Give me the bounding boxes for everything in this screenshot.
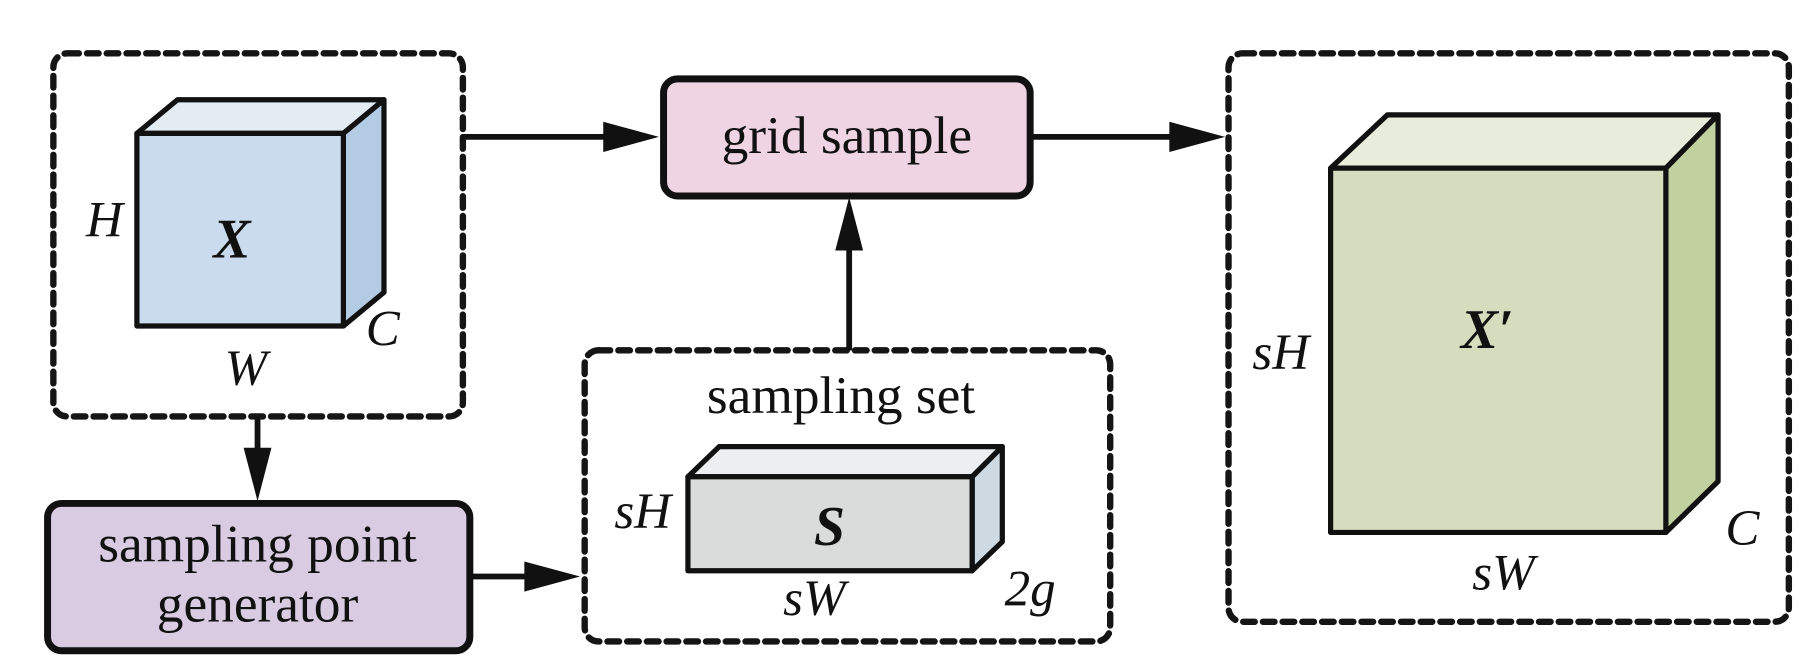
input-cube-side-face bbox=[340, 97, 387, 329]
input-dim-height: H bbox=[85, 193, 126, 249]
input-dim-channels: C bbox=[366, 302, 401, 358]
sampling-set-dim-width: sW bbox=[783, 571, 850, 627]
sampling-set-group: sampling set S sH sW 2g bbox=[581, 347, 1114, 645]
input-tensor-cube bbox=[134, 97, 387, 329]
input-tensor-symbol: X bbox=[211, 209, 252, 271]
sampling-set-dim-channels: 2g bbox=[1005, 562, 1056, 618]
grid-sample-label: grid sample bbox=[722, 105, 972, 165]
sampling-point-generator-label-line2: generator bbox=[157, 574, 359, 634]
input-dim-width: W bbox=[225, 341, 272, 397]
edge-input-to-grid-sample bbox=[462, 121, 659, 152]
sampling-point-generator-label-line1: sampling point bbox=[98, 513, 417, 573]
sampling-set-dim-height: sH bbox=[614, 484, 674, 540]
edge-grid-sample-to-output bbox=[1030, 121, 1226, 152]
output-dim-width: sW bbox=[1472, 545, 1539, 601]
edge-generator-to-sampling-set bbox=[469, 561, 581, 592]
output-dim-height: sH bbox=[1252, 325, 1312, 381]
output-dim-channels: C bbox=[1725, 501, 1760, 557]
output-cube-top-face bbox=[1327, 112, 1721, 171]
input-cube-front-face bbox=[134, 130, 346, 329]
s-cube-front-face bbox=[685, 474, 975, 574]
output-cube-front-face bbox=[1327, 165, 1669, 536]
sampling-set-cube bbox=[685, 443, 1005, 574]
output-group-border bbox=[1225, 50, 1793, 625]
output-cube-side-face bbox=[1663, 112, 1721, 536]
grid-sample-node[interactable]: grid sample bbox=[660, 75, 1034, 200]
output-tensor-symbol: X′ bbox=[1459, 299, 1514, 361]
s-cube-top-face bbox=[685, 443, 1005, 480]
edge-sampling-set-to-grid-sample bbox=[835, 197, 864, 351]
input-tensor-group: X H W C bbox=[50, 50, 467, 420]
edge-input-to-generator bbox=[243, 416, 272, 502]
arrowhead-icon bbox=[835, 197, 864, 251]
sampling-set-symbol: S bbox=[814, 496, 845, 558]
arrowhead-icon bbox=[243, 447, 272, 502]
sampling-point-generator-node[interactable]: sampling point generator bbox=[44, 499, 474, 655]
output-tensor-group: X′ sH sW C bbox=[1225, 50, 1793, 625]
arrowhead-icon bbox=[524, 561, 581, 592]
sampling-set-title: sampling set bbox=[707, 365, 975, 425]
arrowhead-icon bbox=[603, 121, 659, 152]
arrowhead-icon bbox=[1169, 121, 1226, 152]
output-tensor-cube bbox=[1327, 112, 1721, 536]
